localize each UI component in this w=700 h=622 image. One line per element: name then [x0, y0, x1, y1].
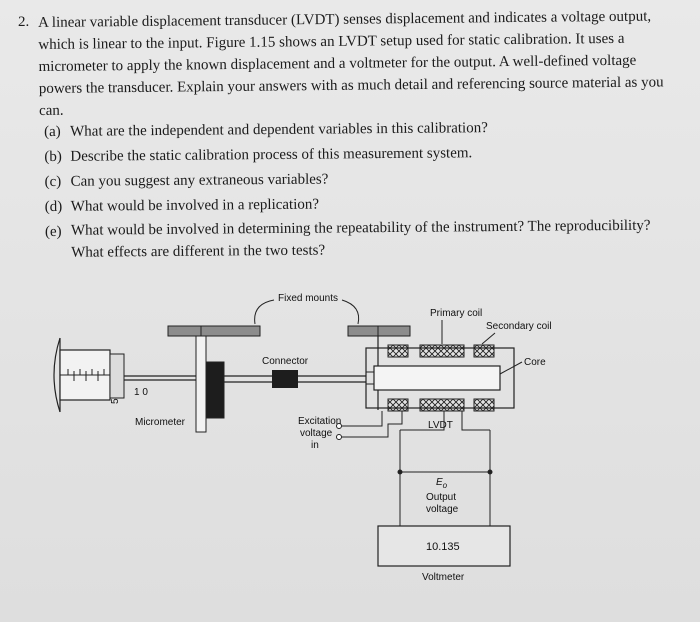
excitation-wiring	[336, 411, 403, 440]
fixed-mount-arrow-right	[341, 299, 360, 325]
secondary-coil-label: Secondary coil	[486, 321, 552, 332]
primary-coil-label: Primary coil	[430, 308, 482, 319]
voltmeter-label: Voltmeter	[422, 572, 465, 583]
lvdt-body	[365, 326, 515, 412]
connector-label: Connector	[262, 356, 309, 367]
lvdt-label: LVDT	[428, 420, 453, 431]
output-voltage-label-line2: voltage	[426, 504, 459, 515]
output-wiring	[397, 411, 493, 526]
connector-block	[272, 370, 298, 388]
micrometer-sleeve-scale: 1 0	[134, 387, 148, 398]
micrometer: 10 5 1 0	[53, 326, 225, 433]
voltmeter	[377, 525, 511, 567]
output-voltage-label-line1: Output	[426, 492, 456, 503]
left-fixed-mount	[167, 325, 261, 337]
fixed-mount-arrow-left	[254, 299, 275, 325]
micrometer-barrel-bottom-mark: 5	[110, 398, 121, 404]
problem-number: 2.	[18, 14, 30, 30]
excitation-label-line1: Excitation	[298, 416, 341, 427]
voltmeter-reading: 10.135	[426, 541, 460, 553]
micrometer-label: Micrometer	[135, 417, 186, 428]
excitation-label-line3: in	[311, 440, 319, 451]
right-fixed-mount	[347, 325, 411, 337]
core-label: Core	[524, 357, 546, 368]
eo-symbol: Eo	[436, 477, 448, 490]
excitation-label-line2: voltage	[300, 428, 333, 439]
fixed-mounts-label: Fixed mounts	[278, 293, 338, 304]
